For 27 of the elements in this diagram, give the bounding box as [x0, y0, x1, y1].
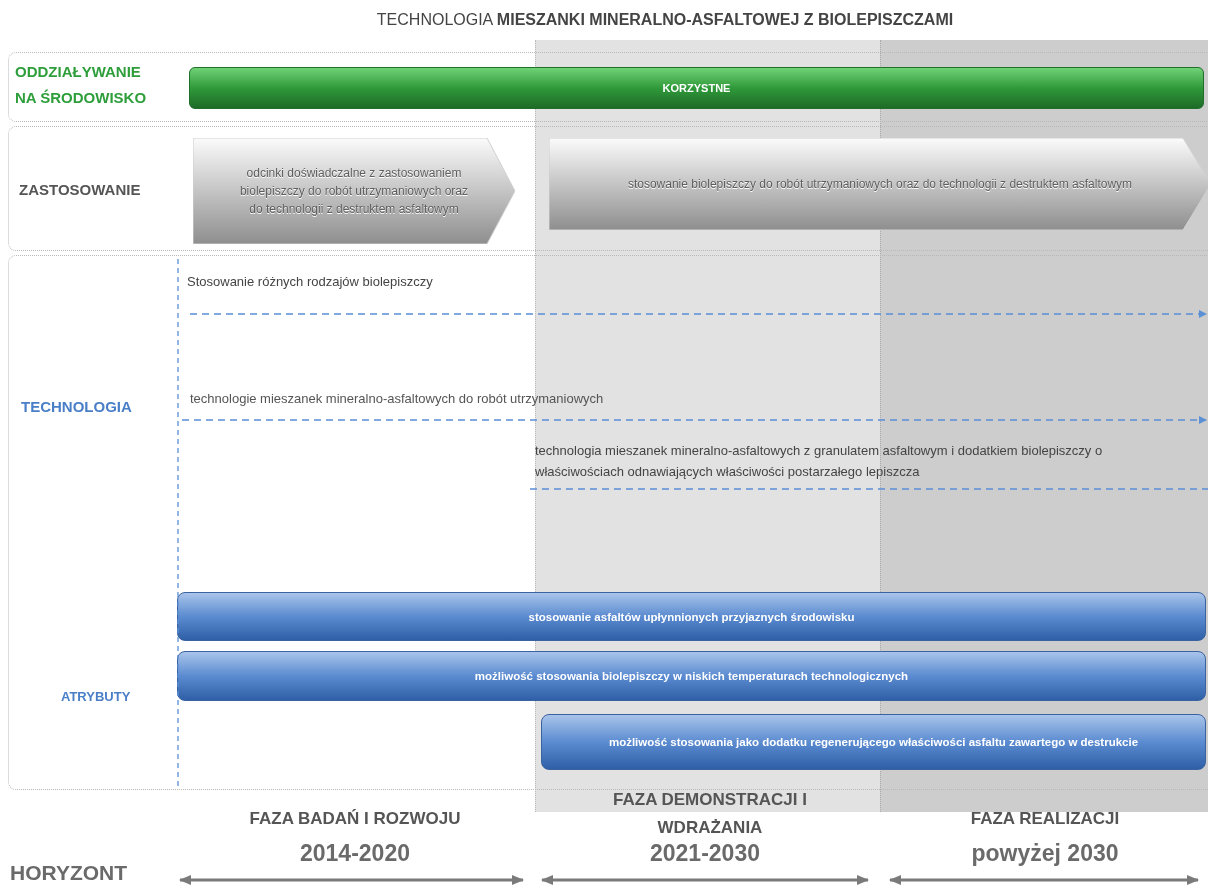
- technology-label: Stosowanie różnych rodzajów biolepiszczy: [187, 273, 433, 291]
- attribute-bar: [541, 714, 1206, 770]
- year-range: 2021-2030: [649, 839, 761, 868]
- row-heading: ATRYBUTY: [61, 688, 132, 706]
- year-range: powyżej 2030: [970, 839, 1120, 868]
- technology-label: technologie mieszanek mineralno-asfaltowych do robót utrzymaniowych: [190, 390, 604, 408]
- technology-label: technologia mieszanek mineralno-asfaltowych z granulatem asfaltowym i dodatkiem biolepiszczy o właściwościach odnawiających właściwości postarzałego lepiszcza: [535, 442, 1104, 481]
- row-heading: ZASTOSOWANIE: [19, 180, 142, 200]
- row-heading: ODDZIAŁYWANIE NA ŚRODOWISKO: [15, 62, 148, 108]
- phase-label: FAZA DEMONSTRACJI I WDRAŻANIA: [612, 789, 808, 839]
- phase-label: FAZA BADAŃ I ROZWOJU: [248, 808, 462, 830]
- pentagon-banner: [549, 138, 1208, 230]
- attribute-bar: [177, 651, 1206, 701]
- horizon-label: HORYZONT: [10, 860, 128, 886]
- bar-text: stosowanie asfaltów upłynnionych przyjaznych środowisku: [528, 609, 855, 625]
- impact-bar: [189, 67, 1204, 109]
- year-range: 2014-2020: [299, 839, 411, 868]
- bar-text: możliwość stosowania biolepiszczy w niskich temperaturach technologicznych: [474, 669, 909, 684]
- pentagon-banner: [193, 138, 515, 244]
- row-heading: TECHNOLOGIA: [21, 397, 133, 417]
- bar-text: KORZYSTNE: [662, 80, 731, 96]
- bar-text: odcinki doświadczalne z zastosowaniem biolepiszczy do robót utrzymaniowych oraz do technologii z destruktem asfaltowym: [238, 165, 470, 218]
- phase-label: FAZA REALIZACJI: [969, 808, 1121, 830]
- bar-text: możliwość stosowania jako dodatku regenerującego właściwości asfaltu zawartego w destrukcie: [608, 735, 1139, 750]
- bar-text: stosowanie biolepiszczy do robót utrzymaniowych oraz do technologii z destruktem asfaltowym: [626, 176, 1134, 193]
- attribute-bar: [177, 592, 1206, 641]
- diagram-title: TECHNOLOGIA MIESZANKI MINERALNO-ASFALTOWEJ Z BIOLEPISZCZAMI: [375, 10, 955, 30]
